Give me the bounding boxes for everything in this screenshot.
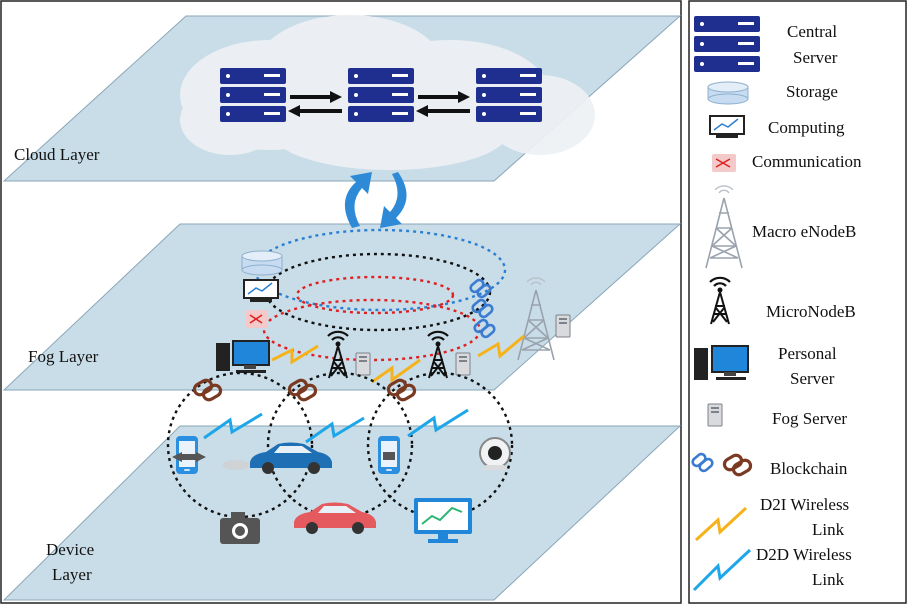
personal-server-icon	[216, 340, 270, 373]
legend-label: D2D Wireless	[756, 545, 852, 564]
computing-icon	[243, 279, 279, 302]
legend-label: Fog Server	[772, 409, 847, 428]
legend-label: Computing	[768, 118, 845, 137]
legend-blockchain: Blockchain	[689, 451, 848, 479]
legend-communication: Communication	[712, 152, 862, 172]
legend-panel-border	[688, 0, 907, 604]
server-sync-arrows	[288, 91, 470, 117]
legend-label: Blockchain	[770, 459, 848, 478]
smartphone-icon	[378, 436, 400, 474]
fog-server-icon	[355, 352, 371, 376]
legend-storage: Storage	[707, 81, 838, 105]
legend-label: D2I Wireless	[760, 495, 849, 514]
legend-micronodeb: MicroNodeB	[708, 276, 856, 326]
communication-icon	[712, 154, 736, 172]
legend-label: Macro eNodeB	[752, 222, 856, 241]
d2d-link-icon	[692, 548, 752, 592]
legend-label: Server	[793, 48, 838, 67]
macro-enodeb-icon	[705, 185, 743, 269]
blockchain-blue-icon	[689, 451, 716, 474]
legend-label: Server	[790, 369, 835, 388]
computing-icon	[709, 115, 745, 138]
smartphone-icon	[172, 436, 206, 474]
d2d-link-lines	[203, 408, 469, 444]
central-server-icon	[348, 68, 414, 122]
legend-d2i-link: D2I Wireless Link	[694, 495, 849, 542]
main-panel-border	[0, 0, 682, 604]
d2i-link-icon	[694, 506, 748, 542]
legend-label: Communication	[752, 152, 862, 171]
legend-computing: Computing	[709, 115, 845, 138]
fog-layer-label: Fog Layer	[28, 347, 99, 366]
legend-label: Link	[812, 570, 845, 589]
communication-icon	[246, 310, 268, 328]
cloud-layer-label: Cloud Layer	[14, 145, 100, 164]
legend-macro-enodeb: Macro eNodeB	[705, 185, 856, 269]
fog-server-icon	[455, 352, 471, 376]
car-icon	[222, 442, 332, 474]
legend-label: MicroNodeB	[766, 302, 856, 321]
blockchain-brown-icon	[720, 451, 755, 479]
camera-icon	[220, 512, 260, 544]
legend-central-server: Central Server	[694, 16, 838, 72]
legend-personal-server: Personal Server	[694, 344, 837, 388]
d2i-link-lines	[271, 334, 525, 384]
central-server-icon	[220, 68, 286, 122]
micronodeb-icon	[708, 276, 732, 326]
legend-label: Central	[787, 22, 837, 41]
fog-server-icon	[555, 314, 571, 338]
legend-label: Personal	[778, 344, 837, 363]
device-layer-label: Layer	[52, 565, 92, 584]
legend-label: Storage	[786, 82, 838, 101]
central-server-icon	[694, 16, 760, 32]
central-server-icon	[476, 68, 542, 122]
device-layer-label: Device	[46, 540, 94, 559]
personal-server-icon	[694, 345, 749, 380]
storage-icon	[241, 250, 283, 276]
storage-icon	[707, 81, 749, 105]
legend-d2d-link: D2D Wireless Link	[692, 545, 852, 592]
legend-label: Link	[812, 520, 845, 539]
cloud-fog-exchange-arrows	[344, 172, 407, 228]
monitor-chart-icon	[414, 498, 472, 543]
fog-server-icon	[707, 403, 723, 427]
legend-fog-server: Fog Server	[707, 403, 847, 428]
webcam-icon	[479, 437, 511, 470]
